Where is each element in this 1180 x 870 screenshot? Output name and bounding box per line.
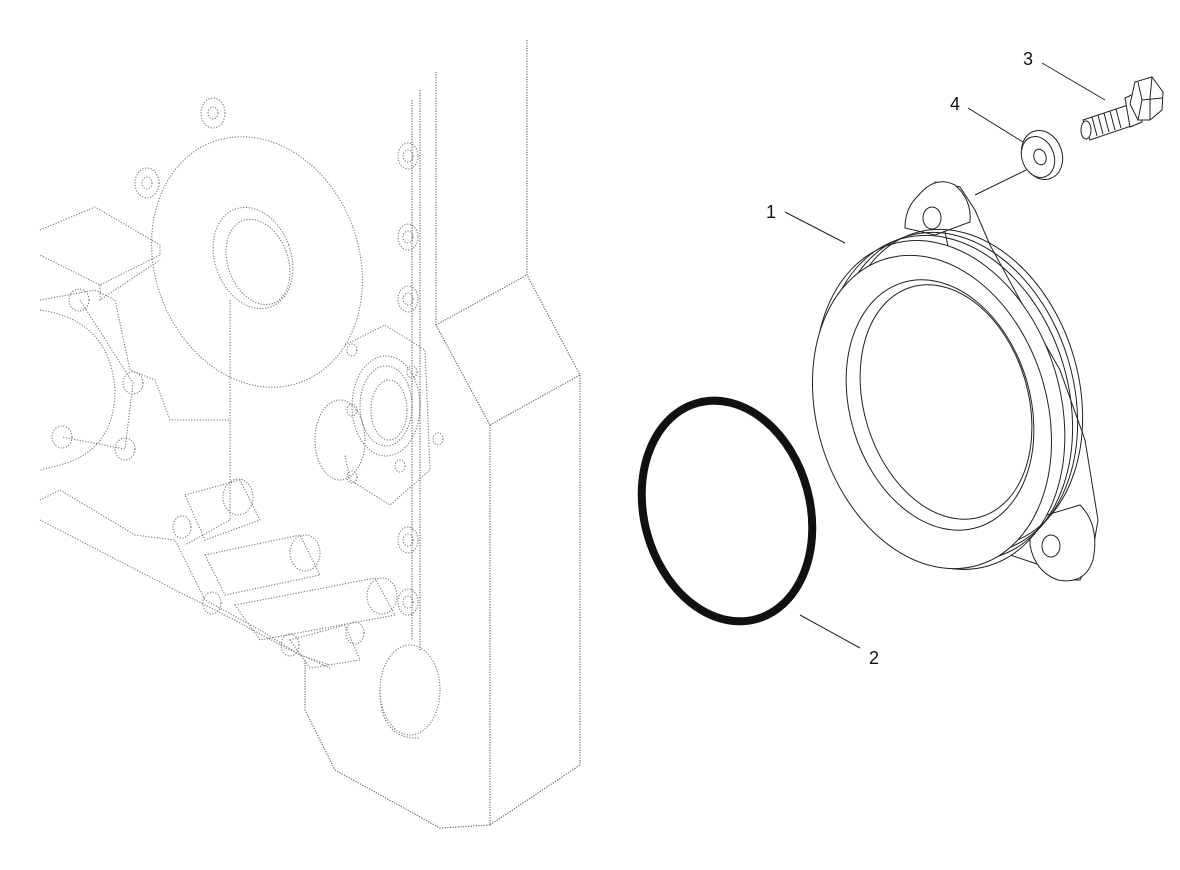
callout-1: 1	[766, 202, 776, 222]
callout-3: 3	[1023, 49, 1033, 69]
washer-icon	[1020, 130, 1064, 180]
callout-2: 2	[869, 648, 879, 668]
bolt-icon	[1080, 76, 1164, 141]
cover-icon	[811, 181, 1099, 582]
timing-housing-icon	[39, 40, 581, 829]
leader-lines	[784, 62, 1106, 649]
callout-3-leader	[1041, 62, 1106, 101]
callout-1-leader	[784, 211, 846, 244]
washer-to-cover-leader	[974, 169, 1027, 196]
o-ring-icon	[637, 396, 817, 626]
callout-2-leader	[799, 614, 861, 649]
callout-4-leader	[967, 107, 1024, 143]
callout-4: 4	[950, 94, 960, 114]
